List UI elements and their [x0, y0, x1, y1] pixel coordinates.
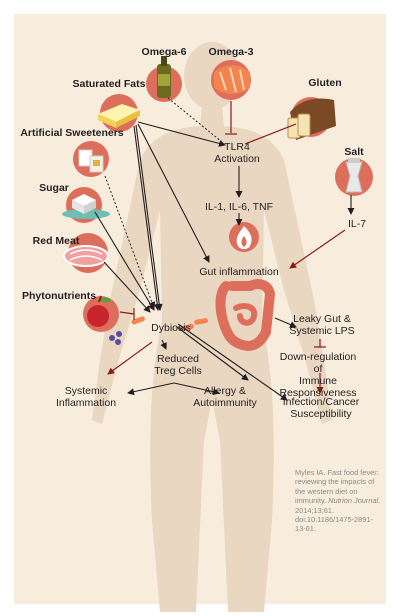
omega3-fish-icon [211, 60, 251, 100]
label-allergy-autoimmunity: Allergy & Autoimmunity [193, 385, 257, 409]
sugar-cubes-icon [62, 187, 110, 223]
salt-shaker-icon [335, 158, 373, 196]
label-down-regulation: Down-regulation of Immune Responsiveness [277, 351, 359, 399]
label-saturated-fats: Saturated Fats [73, 78, 146, 90]
artificial-sweeteners-icon [73, 141, 109, 177]
label-omega3: Omega-3 [209, 46, 254, 58]
label-red-meat: Red Meat [33, 235, 80, 247]
label-gluten: Gluten [308, 77, 341, 89]
label-sugar: Sugar [39, 182, 69, 194]
label-artificial-sweeteners: Artificial Sweeteners [20, 127, 123, 139]
label-dybiosis: Dybiosis [151, 322, 191, 334]
label-tlr4-activation: TLR4 Activation [214, 141, 260, 165]
label-leaky-gut: Leaky Gut & Systemic LPS [289, 313, 354, 337]
flame-icon [229, 222, 259, 252]
citation-journal: Nutrion Journal [328, 496, 378, 505]
label-gut-inflammation: Gut inflammation [199, 266, 278, 278]
label-salt: Salt [344, 146, 363, 158]
label-systemic-inflammation: Systemic Inflammation [56, 385, 116, 409]
omega6-icon [146, 56, 182, 102]
gluten-bread-icon [288, 97, 336, 140]
label-il7: IL-7 [348, 218, 366, 230]
label-omega6: Omega-6 [142, 46, 187, 58]
citation: Myles IA. Fast food fever: reviewing the… [295, 468, 381, 534]
label-infection-cancer: Infection/Cancer Susceptibility [283, 396, 359, 420]
label-reduced-treg: Reduced Treg Cells [154, 353, 201, 377]
label-cytokines: IL-1, IL-6, TNF [205, 201, 273, 213]
label-phytonutrients: Phytonutrients [22, 290, 96, 302]
